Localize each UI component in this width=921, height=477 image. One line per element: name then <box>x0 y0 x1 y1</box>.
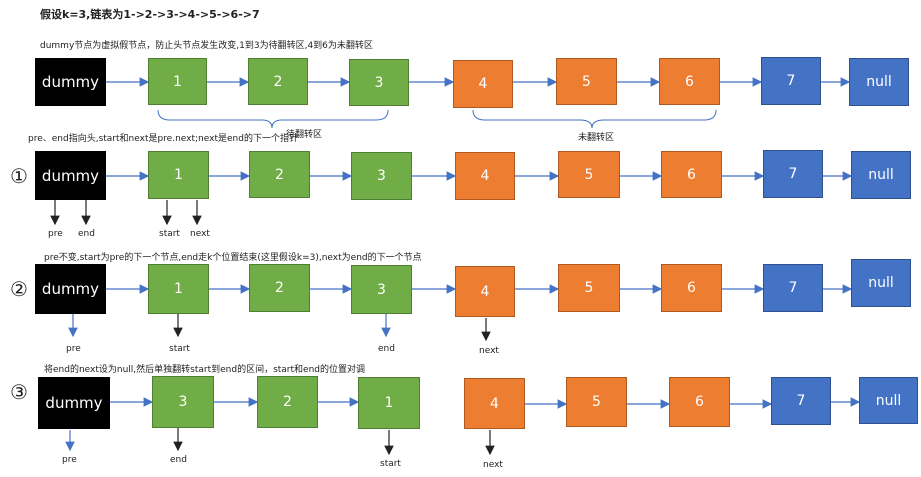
pointer-next: next <box>190 229 210 239</box>
node: 4 <box>464 378 525 429</box>
pointer-pre: pre <box>48 229 63 239</box>
node: 2 <box>249 264 310 312</box>
node: 4 <box>455 152 515 200</box>
node-dummy: dummy <box>38 377 110 429</box>
pointer-start: start <box>380 459 401 469</box>
caption-row0: dummy节点为虚拟假节点，防止头节点发生改变,1到3为待翻转区,4到6为未翻转… <box>40 41 373 51</box>
row3-pointers <box>65 428 495 456</box>
node: 3 <box>351 152 412 200</box>
row1-pointers <box>50 200 202 226</box>
node: 5 <box>566 377 627 427</box>
node: 5 <box>558 151 620 198</box>
step-number-1: ① <box>10 164 28 188</box>
node: 6 <box>661 151 722 198</box>
node: 1 <box>148 58 207 105</box>
bracket-pending <box>157 109 389 129</box>
node: 3 <box>152 376 214 428</box>
node: 5 <box>556 58 617 105</box>
pointer-start: start <box>159 229 180 239</box>
node: 2 <box>249 151 310 198</box>
node-dummy: dummy <box>35 264 106 314</box>
node: 3 <box>351 265 412 314</box>
bracket-label-pending: 待翻转区 <box>286 130 323 140</box>
step-number-3: ③ <box>10 380 28 404</box>
node: 7 <box>763 150 823 198</box>
pointer-start: start <box>169 344 190 354</box>
pointer-pre: pre <box>66 344 81 354</box>
node: 7 <box>771 377 831 425</box>
pointer-end: end <box>170 455 187 465</box>
node: 4 <box>453 60 513 108</box>
node: 2 <box>257 376 318 428</box>
node-dummy: dummy <box>35 151 106 200</box>
row3-links <box>110 397 861 409</box>
node-null: null <box>851 259 911 307</box>
caption-row3: 将end的next设为null,然后单独翻转start到end的区间，start… <box>44 365 365 375</box>
node: 1 <box>358 377 420 429</box>
node: 4 <box>455 266 515 317</box>
node: 7 <box>763 264 823 312</box>
bracket-unflipped <box>472 109 717 129</box>
pointer-pre: pre <box>62 455 77 465</box>
step-number-2: ② <box>10 277 28 301</box>
caption-row1: pre、end指向头,start和next是pre.next;next是end的… <box>28 134 298 144</box>
node: 2 <box>248 58 308 105</box>
node: 5 <box>558 264 620 312</box>
node-null: null <box>859 377 918 424</box>
caption-row2: pre不变,start为pre的下一个节点,end走k个位置结束(这里假设k=3… <box>44 253 422 263</box>
node: 7 <box>761 57 821 105</box>
node-dummy: dummy <box>35 58 106 106</box>
page-title: 假设k=3,链表为1->2->3->4->5->6->7 <box>40 8 260 21</box>
node: 6 <box>661 264 722 312</box>
node: 1 <box>148 264 209 314</box>
node: 6 <box>669 377 730 427</box>
pointer-end: end <box>378 344 395 354</box>
bracket-label-unflipped: 未翻转区 <box>578 133 615 143</box>
pointer-next: next <box>479 346 499 356</box>
pointer-next: next <box>483 460 503 470</box>
node: 3 <box>349 59 409 106</box>
node: 6 <box>659 58 720 105</box>
row2-pointers <box>68 314 491 342</box>
pointer-end: end <box>78 229 95 239</box>
node: 1 <box>148 151 209 199</box>
node-null: null <box>851 151 911 199</box>
node-null: null <box>849 58 909 106</box>
